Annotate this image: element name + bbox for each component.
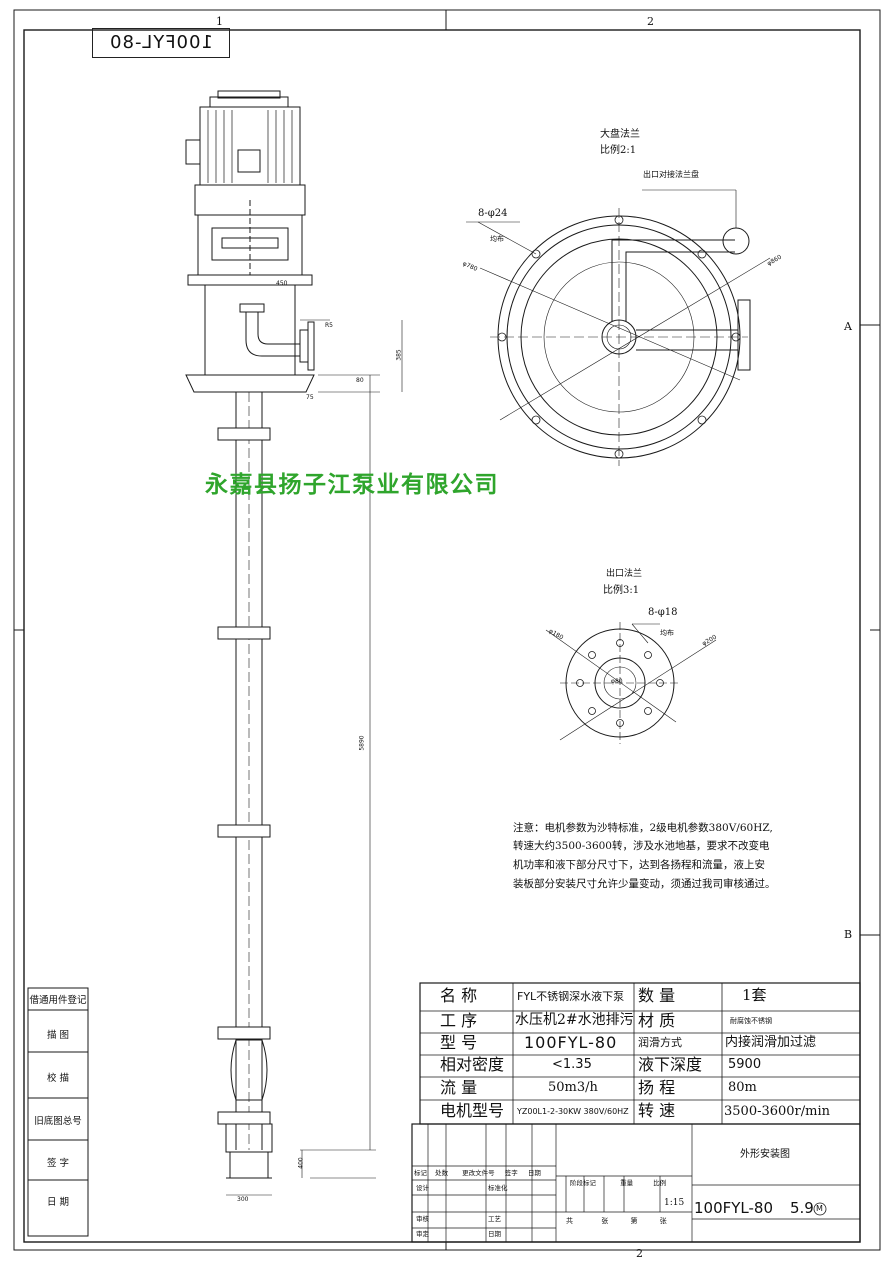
tb-depth-label: 液下深度 [638,1055,703,1074]
left-box-check: 校 描 [46,1073,70,1084]
tb-scale-label: 比例 [653,1179,667,1187]
left-box-trace: 描 图 [46,1030,70,1041]
small-flange-dim-center: φ80 [611,678,623,685]
tb-weight-label: 重量 [620,1179,634,1187]
dim-r5: R5 [325,322,333,329]
zone-marker-right-b: B [844,928,853,941]
large-flange-scale: 比例2:1 [600,145,637,156]
dim-385: 385 [395,349,403,361]
tb-depth-value: 5900 [728,1057,762,1072]
tb-sheet-unit-2: 张 [659,1217,667,1225]
left-box-date: 日 期 [46,1197,70,1208]
zone-marker-top-2: 2 [647,15,654,28]
tb-motor-value: YZ00L1-2-30KW 380V/60HZ [517,1107,629,1116]
zone-marker-bottom-2: 2 [636,1247,643,1260]
tb-motor-label: 电机型号 [440,1101,505,1120]
large-flange-title: 大盘法兰 [600,129,640,140]
tb-drawing-title: 外形安装图 [740,1149,790,1160]
tb-version: 5.9 [790,1199,814,1217]
small-flange-scale: 比例3:1 [603,585,640,596]
tb-speed-value: 3500-3600r/min [724,1104,831,1119]
note-line-4: 装板部分安装尺寸允许少量变动，须通过我司审核通过。 [513,878,776,890]
left-box-old-no: 旧底图总号 [34,1116,82,1127]
tb-speed-label: 转 速 [638,1101,676,1120]
mirrored-drawing-code: 100FYL-80 [109,32,213,53]
tb-material-label: 材 质 [638,1011,676,1030]
tb-sign-row1-c4: 签字 [504,1169,518,1177]
left-box-reg: 借通用件登记 [29,995,87,1006]
tb-sheet-unit-1: 张 [601,1217,609,1225]
tb-sign-row1-c5: 日期 [527,1169,541,1177]
note-line-3: 机功率和液下部分尺寸下，达到各扬程和流量，液上安 [513,859,765,871]
tb-model-label: 型 号 [440,1033,478,1052]
tb-version-mark: M [816,1204,823,1213]
tb-qty-label: 数 量 [638,986,676,1005]
tb-stage-row: 阶段标记 重量 比例 [570,1180,666,1187]
mirrored-drawing-code-box: 100FYL-80 [92,28,230,58]
tb-scale-ratio: 1:15 [664,1198,685,1208]
tb-material-value: 耐腐蚀不锈钢 [730,1017,772,1025]
zone-marker-top-1: 1 [216,15,223,28]
tb-model-value: 100FYL-80 [524,1033,618,1052]
large-flange-hole-callout: 8-φ24 [478,208,508,219]
tb-stage-label: 阶段标记 [570,1179,596,1187]
tb-sign-row1-c1: 标记 [414,1169,427,1177]
dim-450: 450 [276,280,288,287]
small-flange-title: 出口法兰 [606,569,643,579]
tb-density-label: 相对密度 [440,1055,505,1074]
dim-80: 80 [356,377,364,384]
small-flange-hole-callout: 8-φ18 [648,607,678,618]
zone-marker-right-a: A [844,320,852,333]
tb-qty-value: 1套 [742,986,767,1004]
large-flange-hole-note: 均布 [490,235,504,243]
company-name: 永嘉县扬子江泵业有限公司 [205,471,499,498]
tb-sign-row1: 标记 处数 更改文件号 签字 日期 [414,1170,541,1177]
tb-sign-row3-c3: 工艺 [488,1215,501,1223]
tb-flow-value: 50m3/h [548,1080,598,1095]
tb-sign-row1-c3: 更改文件号 [462,1169,495,1177]
note-line-1: 注意：电机参数为沙特标准，2级电机参数380V/60HZ, [513,822,773,834]
dim-length: 5890 [358,735,366,751]
dim-bottom-width: 300 [237,1196,249,1203]
tb-sign-row3-c1: 审核 [416,1215,429,1223]
dim-bottom-height: 400 [297,1157,305,1169]
tb-drawing-number: 100FYL-80 [694,1199,774,1217]
tb-sheet-no: 第 [630,1217,638,1225]
tb-head-value: 80m [728,1080,757,1095]
tb-sheet-row: 共 张 第 张 [566,1218,667,1225]
dim-75: 75 [306,394,314,401]
tb-lube-label: 润滑方式 [638,1036,682,1049]
small-flange-hole-note: 均布 [660,629,674,637]
tb-process-value: 水压机2#水池排污 [515,1012,634,1028]
tb-lube-value: 内接润滑加过滤 [725,1035,817,1050]
left-box-sign: 签 字 [46,1158,70,1169]
tb-flow-label: 流 量 [440,1078,478,1097]
tb-sign-row1-c2: 处数 [435,1169,449,1177]
tb-sign-row2-c1: 设计 [416,1184,429,1192]
tb-density-value: <1.35 [552,1057,592,1072]
outlet-flange-label: 出口对接法兰盘 [643,170,699,179]
note-line-2: 转速大约3500-3600转，涉及水池地基，要求不改变电 [513,840,770,852]
tb-sheet-total: 共 [566,1217,573,1225]
tb-head-label: 扬 程 [638,1078,676,1097]
tb-sign-row4-c1: 审定 [416,1230,429,1238]
tb-sign-row2-c3: 标准化 [488,1184,508,1192]
tb-process-label: 工 序 [440,1011,478,1030]
tb-sign-row4-c3: 日期 [488,1230,501,1238]
tb-name-value: FYL不锈钢深水液下泵 [517,990,625,1003]
tb-name-label: 名 称 [440,986,478,1005]
